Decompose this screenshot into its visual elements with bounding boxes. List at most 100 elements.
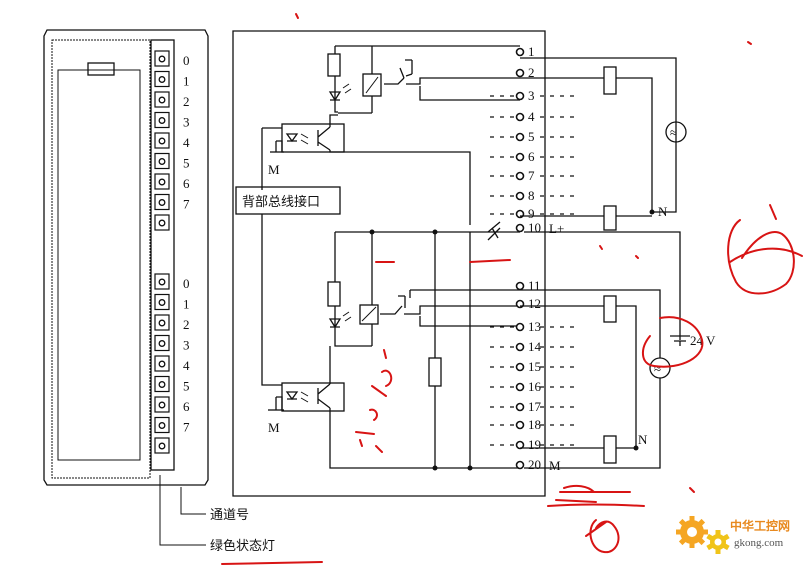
ac-symbol-top: ≈ [670,125,677,140]
terminal-number: 20 [528,457,541,472]
backplane-interface-label: 背部总线接口 [242,194,320,210]
led-group-top [154,50,170,231]
terminal-number: 7 [528,168,535,183]
terminal-number: 16 [528,379,542,394]
backplane-interface-box [235,186,341,215]
terminal-number: 13 [528,319,541,334]
terminal-screw [515,223,525,233]
relay-coil-bottom [359,304,379,325]
status-led [158,117,166,124]
status-led [158,199,166,206]
channel-number: 7 [183,420,190,435]
terminal-screw [515,152,525,162]
terminal-screw [515,112,525,122]
red-handwriting [221,13,803,565]
terminal-screw [515,342,525,352]
field-wiring: ≈ N 24 V ≈ N [520,57,716,469]
status-led [158,299,166,306]
terminal-number: 18 [528,417,541,432]
ac-source-top [665,121,687,143]
channel-number-callout: 通道号 [210,508,249,523]
terminal-number: 19 [528,437,541,452]
watermark-brand: 中华工控网 [730,518,790,533]
channel-number: 4 [183,135,190,150]
neutral-label-top: N [658,204,668,219]
terminal-screw [515,322,525,332]
channel-number: 4 [183,358,190,373]
terminal-screw [515,420,525,430]
terminal-number: 3 [528,88,535,103]
channel-number: 7 [183,197,190,212]
terminal-screw [515,47,525,57]
status-led [158,178,166,186]
status-led [158,381,166,388]
terminal-number: 6 [528,149,535,164]
terminal-number: 4 [528,109,535,124]
terminal-screw [515,281,525,291]
status-led [158,401,166,409]
module-internal-circuit: M 背部总线接口 M [232,30,575,497]
terminal-number: 10 [528,220,541,235]
green-status-led-callout: 绿色状态灯 [210,538,275,554]
terminal-number: 5 [528,129,535,144]
channel-number: 1 [183,297,190,312]
terminal-screw [515,402,525,412]
channel-number: 3 [183,338,190,353]
led-group-bottom [154,273,170,454]
terminal-number: 2 [528,65,535,80]
terminal-suffix: L+ [549,221,564,236]
terminal-number: 14 [528,339,542,354]
status-led [158,319,166,327]
terminal-screw [515,362,525,372]
load-top-9 [603,205,617,231]
terminal-screw [515,382,525,392]
status-led [158,442,166,450]
junction-dot [467,465,473,471]
terminal-screw [515,91,525,101]
label-slot [87,62,115,76]
channel-number: 0 [183,276,190,291]
terminal-number: 8 [528,188,535,203]
channel-number: 5 [183,379,190,394]
channel-number: 2 [183,94,190,109]
channel-number: 5 [183,156,190,171]
status-led [158,422,166,429]
optocoupler-top [281,123,345,153]
relay-coil-top [362,73,382,97]
channel-number: 1 [183,74,190,89]
junction-dot [432,465,438,471]
callout-line-led [159,475,206,546]
neutral-label-bottom: N [638,432,648,447]
terminal-number: 12 [528,296,541,311]
terminal-suffix: M [549,458,561,473]
resistor-bottom [327,281,341,307]
terminal-strip [150,39,175,471]
status-led [158,76,166,83]
channel-number: 2 [183,317,190,332]
junction-dot [633,445,639,451]
status-led [158,278,166,286]
resistor-top [327,53,341,77]
channel-number: 0 [183,53,190,68]
watermark-domain: gkong.com [734,537,784,549]
junction-dot [369,229,375,235]
callout-line-channel [180,487,206,515]
ground-label-bottom: M [268,420,280,435]
junction-dot [649,209,655,215]
terminal-number: 17 [528,399,542,414]
gkong-watermark: 中华工控网 gkong.com [676,516,790,554]
terminal-number: 15 [528,359,541,374]
terminal-screw [515,132,525,142]
load-bottom-19 [603,435,617,464]
status-led [158,360,166,368]
ac-symbol-bottom: ≈ [654,361,661,376]
status-led [158,96,166,104]
status-led [158,219,166,227]
channel-number: 3 [183,115,190,130]
status-led [158,340,166,347]
terminal-number: 9 [528,206,535,221]
